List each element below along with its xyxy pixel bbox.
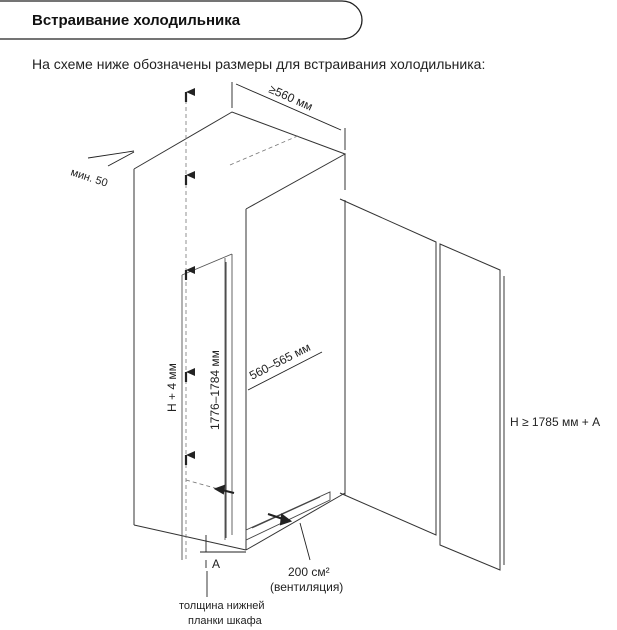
top-depth-label: ≥560 мм bbox=[267, 82, 315, 114]
vent-leader bbox=[299, 522, 311, 561]
top-depth-dimension bbox=[231, 82, 346, 150]
vent-area-label: 200 см² bbox=[288, 565, 330, 579]
plinth-label-line2: планки шкафа bbox=[188, 615, 263, 627]
inner-width-dimension bbox=[247, 351, 323, 391]
intro-text: На схеме ниже обозначены размеры для вст… bbox=[32, 56, 486, 72]
marker-a-dimension bbox=[200, 535, 246, 568]
vent-caption-label: (вентиляция) bbox=[270, 580, 343, 594]
min-gap-label: мин. 50 bbox=[69, 166, 109, 189]
vent-flow-arrows bbox=[213, 484, 293, 526]
height-plus-label: H + 4 мм bbox=[165, 363, 179, 412]
niche-height-label: 1776–1784 мм bbox=[208, 350, 222, 430]
marker-a-label: A bbox=[212, 557, 220, 571]
min-gap-dimension bbox=[87, 150, 135, 167]
header-frame bbox=[0, 0, 363, 40]
niche-inner-lines bbox=[181, 253, 233, 560]
section-header: Встраивание холодильника bbox=[0, 0, 617, 40]
total-height-label: H ≥ 1785 мм + A bbox=[510, 415, 600, 429]
vent-grille bbox=[245, 491, 331, 541]
dashed-guides bbox=[185, 100, 301, 560]
plinth-label-line1: толщина нижней bbox=[179, 600, 265, 612]
inner-width-label: 560–565 мм bbox=[247, 340, 313, 383]
section-title: Встраивание холодильника bbox=[32, 12, 241, 29]
door-panel bbox=[339, 198, 501, 571]
cabinet-outline bbox=[133, 111, 347, 551]
